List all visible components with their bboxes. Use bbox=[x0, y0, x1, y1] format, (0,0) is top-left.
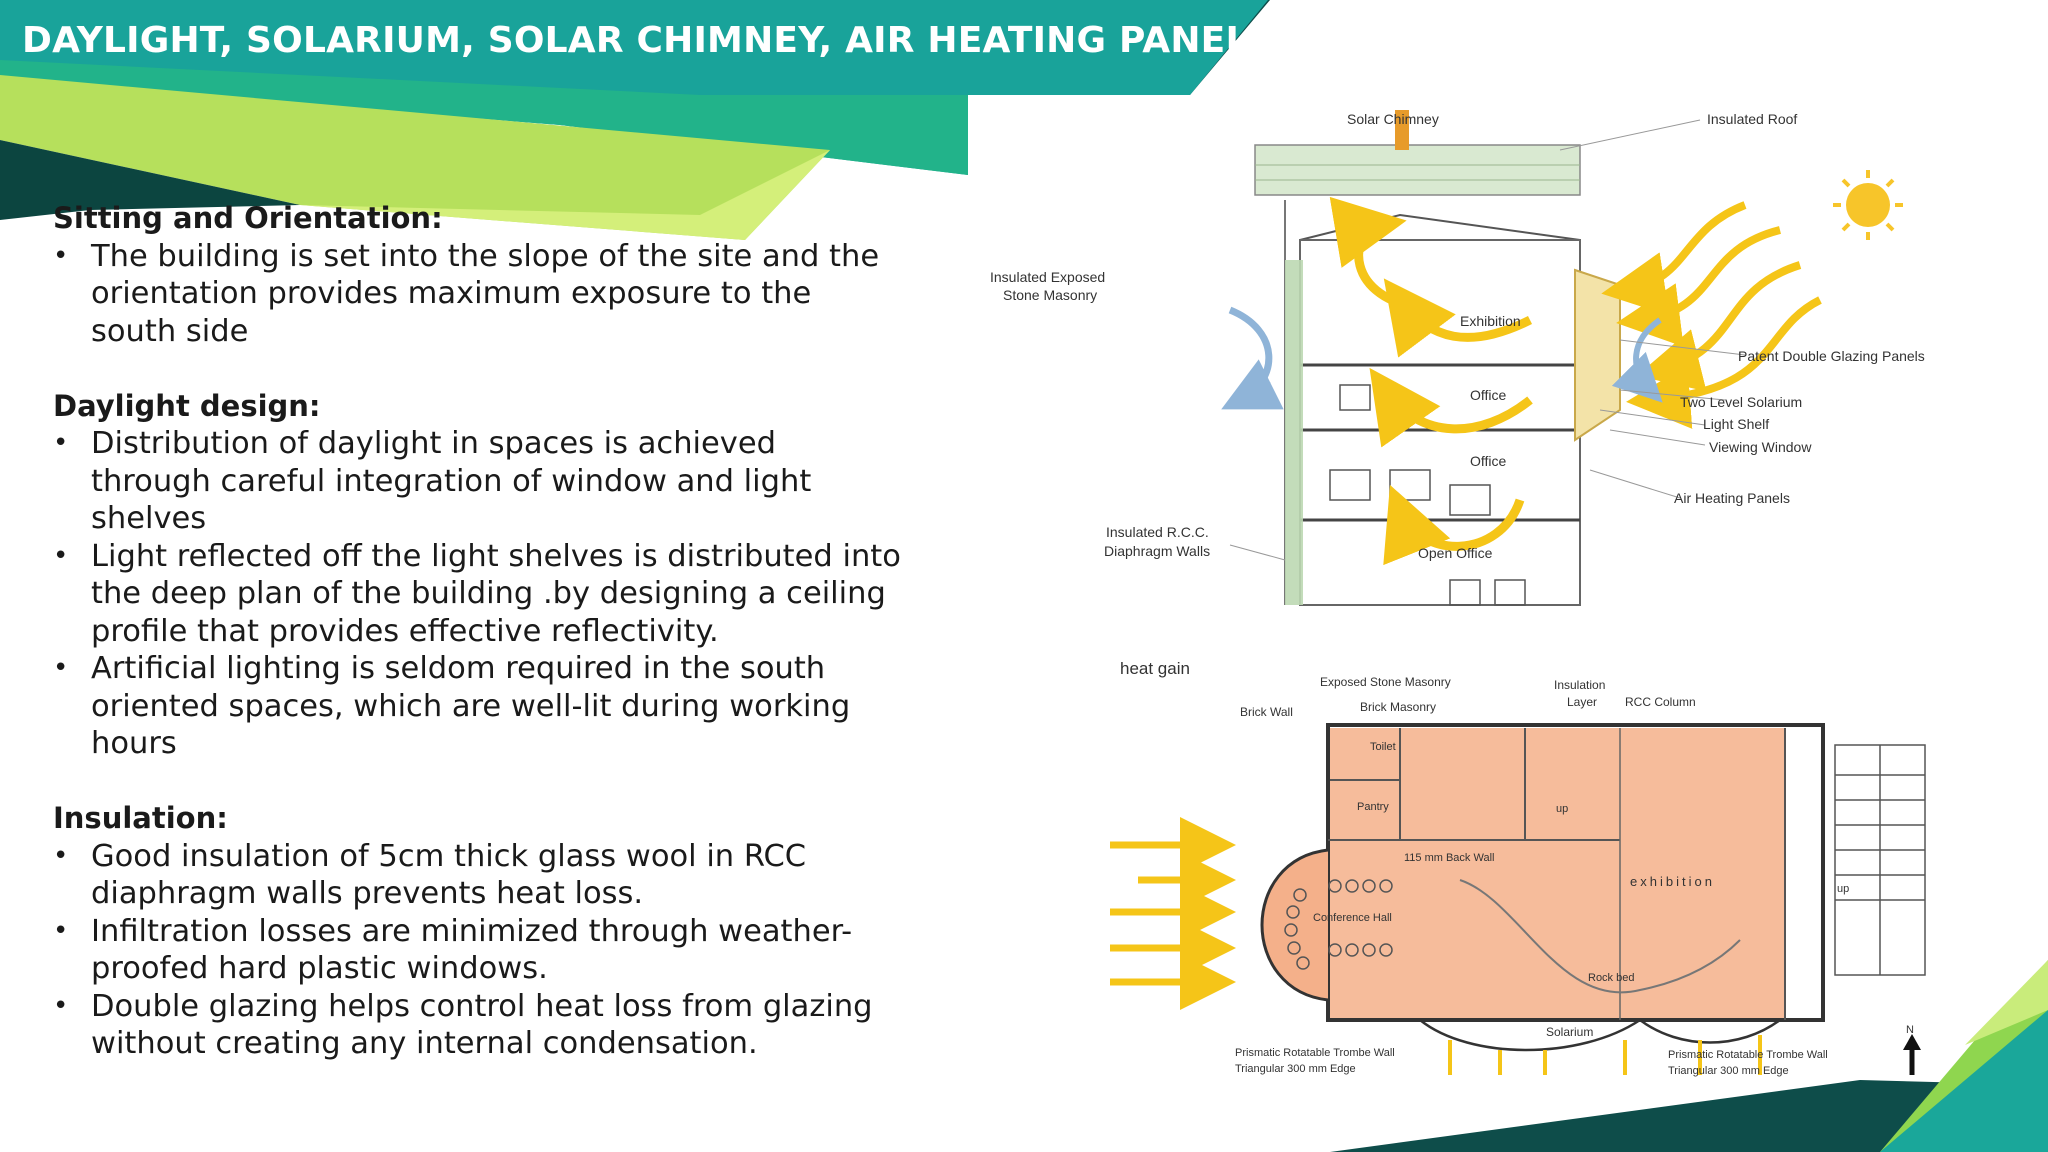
corner-light-shape bbox=[1965, 960, 2048, 1045]
label-exposed-stone-2: Stone Masonry bbox=[1003, 287, 1097, 303]
cool-air-arrow bbox=[1221, 306, 1284, 410]
label-exhibition-plan: exhibition bbox=[1630, 874, 1715, 889]
bullet-text: Infiltration losses are minimized throug… bbox=[91, 913, 853, 987]
body-text: Sitting and Orientation: • The building i… bbox=[53, 200, 903, 1100]
banner-midgreen-shape bbox=[0, 60, 968, 175]
bullet-list: • Good insulation of 5cm thick glass wool… bbox=[53, 838, 903, 1063]
label-trombe-left-1: Prismatic Rotatable Trombe Wall bbox=[1235, 1047, 1395, 1059]
solarium-bays bbox=[1419, 1018, 1781, 1052]
bullet-item: • Light reflected off the light shelves i… bbox=[53, 538, 903, 651]
bullet-item: • The building is set into the slope of t… bbox=[53, 238, 903, 351]
bullet-item: • Artificial lighting is seldom required … bbox=[53, 650, 903, 763]
sunlight-arrow bbox=[1626, 296, 1822, 429]
diaphragm-wall bbox=[1285, 260, 1303, 605]
label-patent-glazing: Patent Double Glazing Panels bbox=[1738, 348, 1925, 364]
label-trombe-right-2: Triangular 300 mm Edge bbox=[1668, 1065, 1789, 1077]
bullet-item: • Good insulation of 5cm thick glass wool… bbox=[53, 838, 903, 913]
label-brick-wall: Brick Wall bbox=[1240, 705, 1293, 719]
label-solarium: Solarium bbox=[1546, 1025, 1593, 1039]
bullet-item: • Double glazing helps control heat loss … bbox=[53, 988, 903, 1063]
section-daylight: Daylight design: • Distribution of daylig… bbox=[53, 388, 903, 763]
label-toilet: Toilet bbox=[1370, 741, 1396, 753]
cool-air-arrow bbox=[1611, 317, 1663, 403]
label-solar-chimney: Solar Chimney bbox=[1347, 111, 1439, 127]
page-title: DAYLIGHT, SOLARIUM, SOLAR CHIMNEY, AIR H… bbox=[22, 20, 1275, 61]
section-heading: Sitting and Orientation: bbox=[53, 201, 443, 235]
rock-bed bbox=[1459, 879, 1741, 994]
bullet-glyph: • bbox=[53, 915, 69, 946]
staircase bbox=[1834, 744, 1926, 976]
label-up-stair: up bbox=[1556, 803, 1568, 815]
building-section-diagram: Solar Chimney Insulated Roof Insulated E… bbox=[990, 110, 1925, 606]
bullet-text: Good insulation of 5cm thick glass wool … bbox=[91, 838, 807, 912]
bullet-item: • Infiltration losses are minimized throu… bbox=[53, 913, 903, 988]
section-siting: Sitting and Orientation: • The building i… bbox=[53, 200, 903, 350]
sunlight-arrow bbox=[1601, 201, 1747, 316]
north-arrow-icon bbox=[1903, 1034, 1921, 1075]
label-north: N bbox=[1906, 1024, 1914, 1036]
label-insulated-rcc-2: Diaphragm Walls bbox=[1104, 543, 1210, 559]
heat-gain-arrows bbox=[1110, 817, 1236, 1010]
label-light-shelf: Light Shelf bbox=[1703, 416, 1769, 432]
banner-darkcorner-shape bbox=[0, 140, 300, 220]
plan-heated-zone bbox=[1330, 728, 1785, 1018]
airflow-arrow bbox=[1383, 484, 1525, 566]
banner-lightgreen-shape bbox=[0, 75, 830, 240]
bullet-text: The building is set into the slope of th… bbox=[91, 238, 880, 349]
label-exhibition: Exhibition bbox=[1460, 313, 1521, 329]
label-back-wall: 115 mm Back Wall bbox=[1404, 852, 1494, 864]
bullet-list: • The building is set into the slope of t… bbox=[53, 238, 903, 351]
bullet-glyph: • bbox=[53, 990, 69, 1021]
section-insulation: Insulation: • Good insulation of 5cm thic… bbox=[53, 800, 903, 1063]
label-exposed-stone: Exposed Stone Masonry bbox=[1320, 675, 1451, 689]
sun-icon bbox=[1833, 170, 1903, 240]
label-insulation-2: Layer bbox=[1567, 695, 1597, 709]
label-conference-hall: Conference Hall bbox=[1313, 912, 1392, 924]
label-open-office: Open Office bbox=[1418, 545, 1493, 561]
label-up-right: up bbox=[1837, 883, 1849, 895]
bullet-text: Artificial lighting is seldom required i… bbox=[91, 651, 851, 761]
airflow-arrow bbox=[1383, 278, 1533, 358]
solarium-glazing bbox=[1574, 268, 1621, 442]
label-rcc-column: RCC Column bbox=[1625, 695, 1696, 709]
insulated-roof bbox=[1254, 144, 1581, 196]
bullet-item: • Distribution of daylight in spaces is a… bbox=[53, 425, 903, 538]
label-insulated-rcc-1: Insulated R.C.C. bbox=[1106, 524, 1209, 540]
label-office-lower: Office bbox=[1470, 453, 1507, 469]
bullet-text: Light reflected off the light shelves is… bbox=[91, 538, 901, 649]
bullet-glyph: • bbox=[53, 428, 69, 458]
bullet-text: Distribution of daylight in spaces is ac… bbox=[91, 426, 812, 536]
bullet-text: Double glazing helps control heat loss f… bbox=[91, 988, 873, 1062]
label-two-level-solarium: Two Level Solarium bbox=[1680, 394, 1802, 410]
bullet-glyph: • bbox=[53, 840, 69, 871]
section-heading: Daylight design: bbox=[53, 388, 321, 423]
label-brick-masonry: Brick Masonry bbox=[1360, 700, 1436, 714]
label-air-heating-panels: Air Heating Panels bbox=[1674, 490, 1790, 506]
floor-plan-diagram: heat gain Exposed Stone Masonry Brick Ma… bbox=[1110, 659, 1926, 1077]
label-pantry: Pantry bbox=[1357, 801, 1389, 813]
bullet-glyph: • bbox=[53, 540, 69, 571]
label-rock-bed: Rock bed bbox=[1588, 972, 1634, 984]
sunlight-arrow bbox=[1636, 261, 1802, 392]
solar-chimney bbox=[1395, 110, 1409, 150]
airflow-arrow bbox=[1369, 367, 1533, 448]
label-office-upper: Office bbox=[1470, 387, 1507, 403]
corner-dark-shape bbox=[1330, 1080, 2048, 1152]
corner-teal-shape bbox=[1880, 1010, 2048, 1152]
label-viewing-window: Viewing Window bbox=[1709, 439, 1812, 455]
label-insulated-roof: Insulated Roof bbox=[1707, 111, 1797, 127]
bullet-glyph: • bbox=[53, 240, 69, 271]
bullet-glyph: • bbox=[53, 653, 69, 683]
label-insulation-1: Insulation bbox=[1554, 678, 1605, 692]
label-trombe-left-2: Triangular 300 mm Edge bbox=[1235, 1063, 1356, 1075]
label-exposed-stone-1: Insulated Exposed bbox=[990, 269, 1105, 285]
conference-seats bbox=[1284, 879, 1393, 970]
airflow-arrow bbox=[1329, 196, 1431, 315]
bullet-list: • Distribution of daylight in spaces is a… bbox=[53, 425, 903, 763]
section-heading: Insulation: bbox=[53, 801, 228, 835]
label-trombe-right-1: Prismatic Rotatable Trombe Wall bbox=[1668, 1049, 1828, 1061]
banner-yellowgreen-shape bbox=[300, 150, 830, 240]
label-heat-gain: heat gain bbox=[1120, 659, 1190, 678]
